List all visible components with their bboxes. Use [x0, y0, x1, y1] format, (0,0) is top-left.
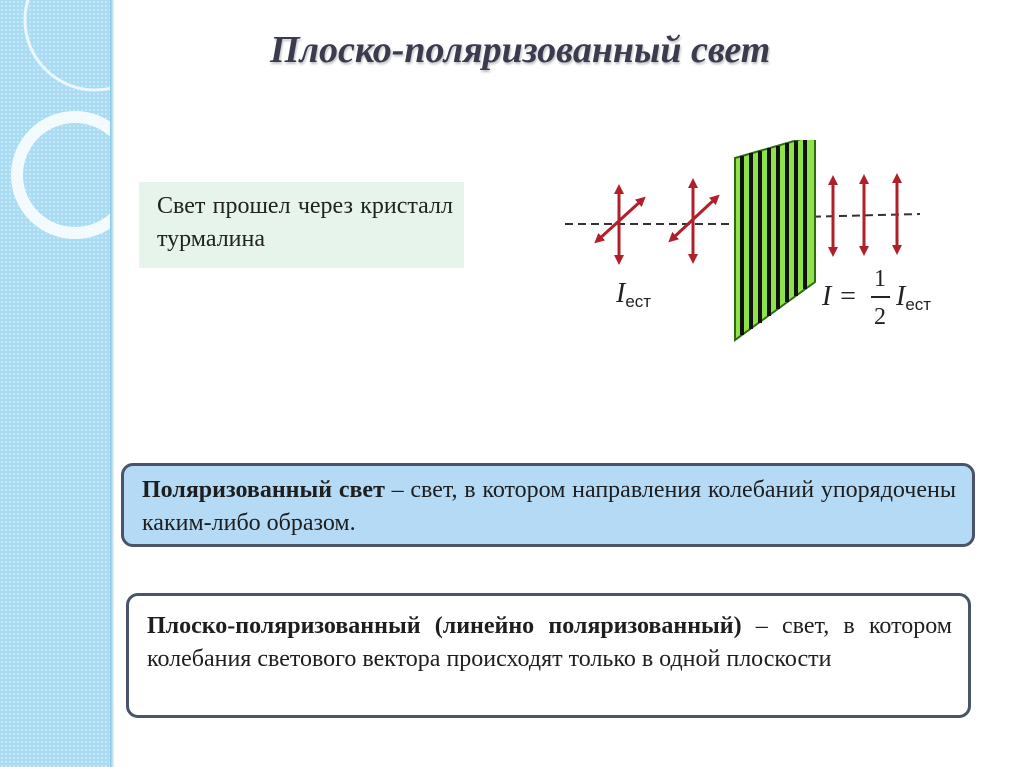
fraction-denominator: 2 — [874, 304, 886, 330]
label-right-subscript: ест — [905, 295, 931, 314]
definition-plane-polarized: Плоско-поляризованный (линейно поляризов… — [147, 610, 952, 676]
light-axis-right — [799, 213, 921, 218]
label-right-lhs: I = — [821, 281, 857, 312]
natural-light-arrows-2 — [668, 178, 720, 264]
definition-polarized-light: Поляризованный свет – свет, в котором на… — [142, 474, 956, 540]
natural-light-arrows-1 — [594, 184, 646, 265]
polarized-light-arrows — [828, 173, 902, 257]
sidebar-edge — [110, 0, 114, 767]
decorative-sidebar — [0, 0, 110, 767]
polarization-diagram: Iест I = 1 2 Iест — [565, 140, 931, 342]
tourmaline-polarizer — [734, 140, 816, 342]
definition-body: – свет, в котором направления колебаний … — [142, 477, 956, 536]
note-text: Свет прошел через кристалл турмалина — [157, 193, 453, 252]
label-left-subscript: ест — [625, 292, 651, 311]
label-natural-intensity: Iест — [615, 278, 651, 311]
definition-body: – свет, в котором колебания светового ве… — [147, 613, 952, 672]
fraction-numerator: 1 — [874, 266, 886, 292]
definition-term: Поляризованный свет — [142, 477, 385, 503]
label-polarized-intensity: Iест — [895, 281, 931, 314]
label-right-symbol: I — [895, 281, 907, 312]
definition-term: Плоско-поляризованный (линейно поляризов… — [147, 613, 742, 639]
sidebar-circles-decoration — [11, 0, 110, 239]
definition-plane-polarized-box: Плоско-поляризованный (линейно поляризов… — [126, 593, 971, 718]
slide-title: Плоско-поляризованный свет — [270, 29, 771, 71]
note-box: Свет прошел через кристалл турмалина — [139, 182, 464, 268]
definition-polarized-light-box: Поляризованный свет – свет, в котором на… — [121, 463, 975, 547]
label-left-symbol: I — [615, 278, 627, 309]
